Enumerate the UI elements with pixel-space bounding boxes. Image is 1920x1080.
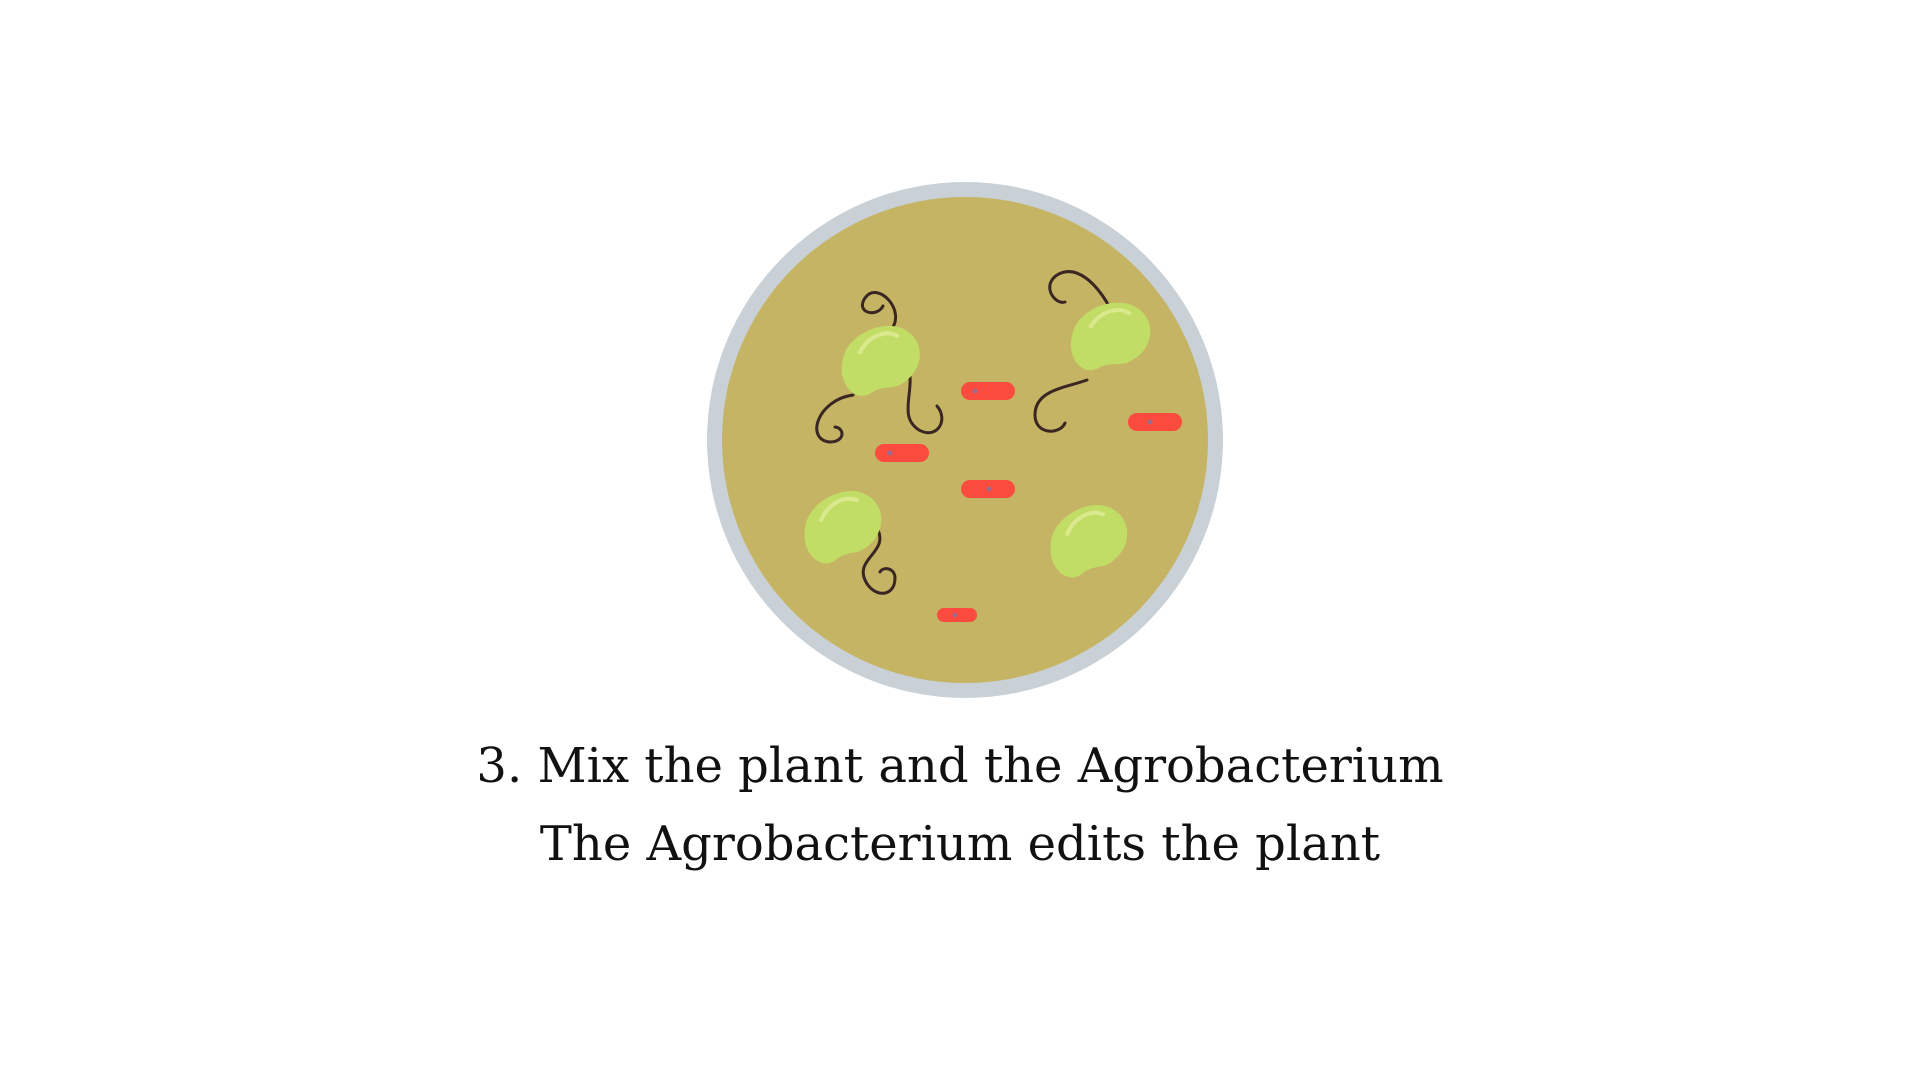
- flagellum-icon: [861, 291, 898, 332]
- flagellum-icon: [1048, 270, 1111, 308]
- agrobacterium-icon: [961, 382, 1015, 400]
- agrobacterium-icon: [1128, 413, 1182, 431]
- petri-dish-illustration: [707, 182, 1223, 698]
- plant-cell-icon: [841, 325, 920, 396]
- agrobacterium-icon: [937, 608, 977, 622]
- flagellum-icon: [903, 358, 944, 434]
- flagellum-icon: [861, 526, 897, 595]
- plant-cell-icon: [804, 491, 882, 564]
- caption-step-description: The Agrobacterium edits the plant: [539, 816, 1381, 872]
- agrobacterium-icon: [875, 444, 929, 462]
- agrobacterium-icon: [961, 480, 1015, 498]
- plant-cell-icon: [1050, 505, 1128, 578]
- flagellum-icon: [1033, 378, 1089, 433]
- petri-dish-icon: [705, 180, 1225, 700]
- plant-cell-icon: [1071, 302, 1151, 371]
- flagellum-icon: [815, 393, 855, 444]
- caption-step-title: 3. Mix the plant and the Agrobacterium: [476, 738, 1444, 794]
